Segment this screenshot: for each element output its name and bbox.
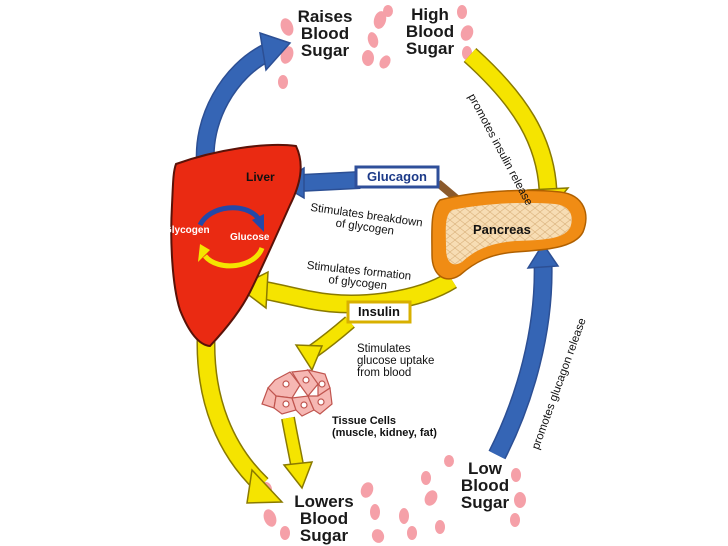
low-word: Low [468, 459, 502, 478]
blood-cells-bottom [260, 455, 526, 543]
stim-uptake-line1: Stimulates [357, 343, 411, 355]
glucagon-label: Glucagon [367, 169, 427, 184]
low-blood-sugar-label: Low Blood Sugar [450, 460, 520, 511]
blood-cells-top [278, 5, 474, 89]
tissue-cells-label: Tissue Cells (muscle, kidney, fat) [332, 415, 472, 439]
low-blood-word: Blood [460, 476, 510, 495]
high-sugar-word: Sugar [405, 39, 455, 58]
lowers-blood-word: Blood [299, 509, 349, 528]
yellow-arrow-liver-to-lowers [196, 339, 284, 504]
glucose-label: Glucose [230, 232, 270, 243]
raises-sugar-word: Sugar [300, 41, 350, 60]
tissue-cells-examples: (muscle, kidney, fat) [332, 427, 437, 439]
stim-uptake-line3: from blood [357, 367, 412, 379]
yellow-arrow-insulin-to-liver [236, 270, 458, 314]
high-word: High [411, 5, 449, 24]
insulin-box [346, 300, 412, 324]
yellow-arrow-tissue-to-lowers [281, 416, 314, 490]
liver-organ-icon [170, 143, 302, 348]
lowers-sugar-word: Sugar [299, 526, 349, 545]
blue-arrow-low-to-pancreas [488, 242, 560, 460]
pancreas-label: Pancreas [473, 222, 531, 237]
high-blood-word: Blood [405, 22, 455, 41]
raises-word: Raises [297, 7, 353, 26]
glycogen-label: Glycogen [164, 225, 210, 236]
high-blood-sugar-label: High Blood Sugar [395, 6, 465, 57]
lowers-word: Lowers [294, 492, 354, 511]
lowers-blood-sugar-label: Lowers Blood Sugar [288, 493, 360, 544]
pancreas-organ-icon [431, 189, 587, 280]
liver-label: Liver [246, 170, 275, 184]
low-sugar-word: Sugar [460, 493, 510, 512]
raises-blood-word: Blood [300, 24, 350, 43]
glucagon-box [354, 165, 440, 189]
raises-blood-sugar-label: Raises Blood Sugar [290, 8, 360, 59]
stimulates-uptake-label: Stimulates glucose uptake from blood [357, 343, 457, 379]
tissue-cells-icon [261, 369, 333, 417]
blue-arrow-liver-to-raises [195, 31, 292, 170]
yellow-arrow-insulin-to-tissue [294, 316, 355, 372]
insulin-label: Insulin [358, 304, 400, 319]
tissue-cells-title: Tissue Cells [332, 415, 396, 427]
stim-uptake-line2: glucose uptake [357, 355, 435, 367]
